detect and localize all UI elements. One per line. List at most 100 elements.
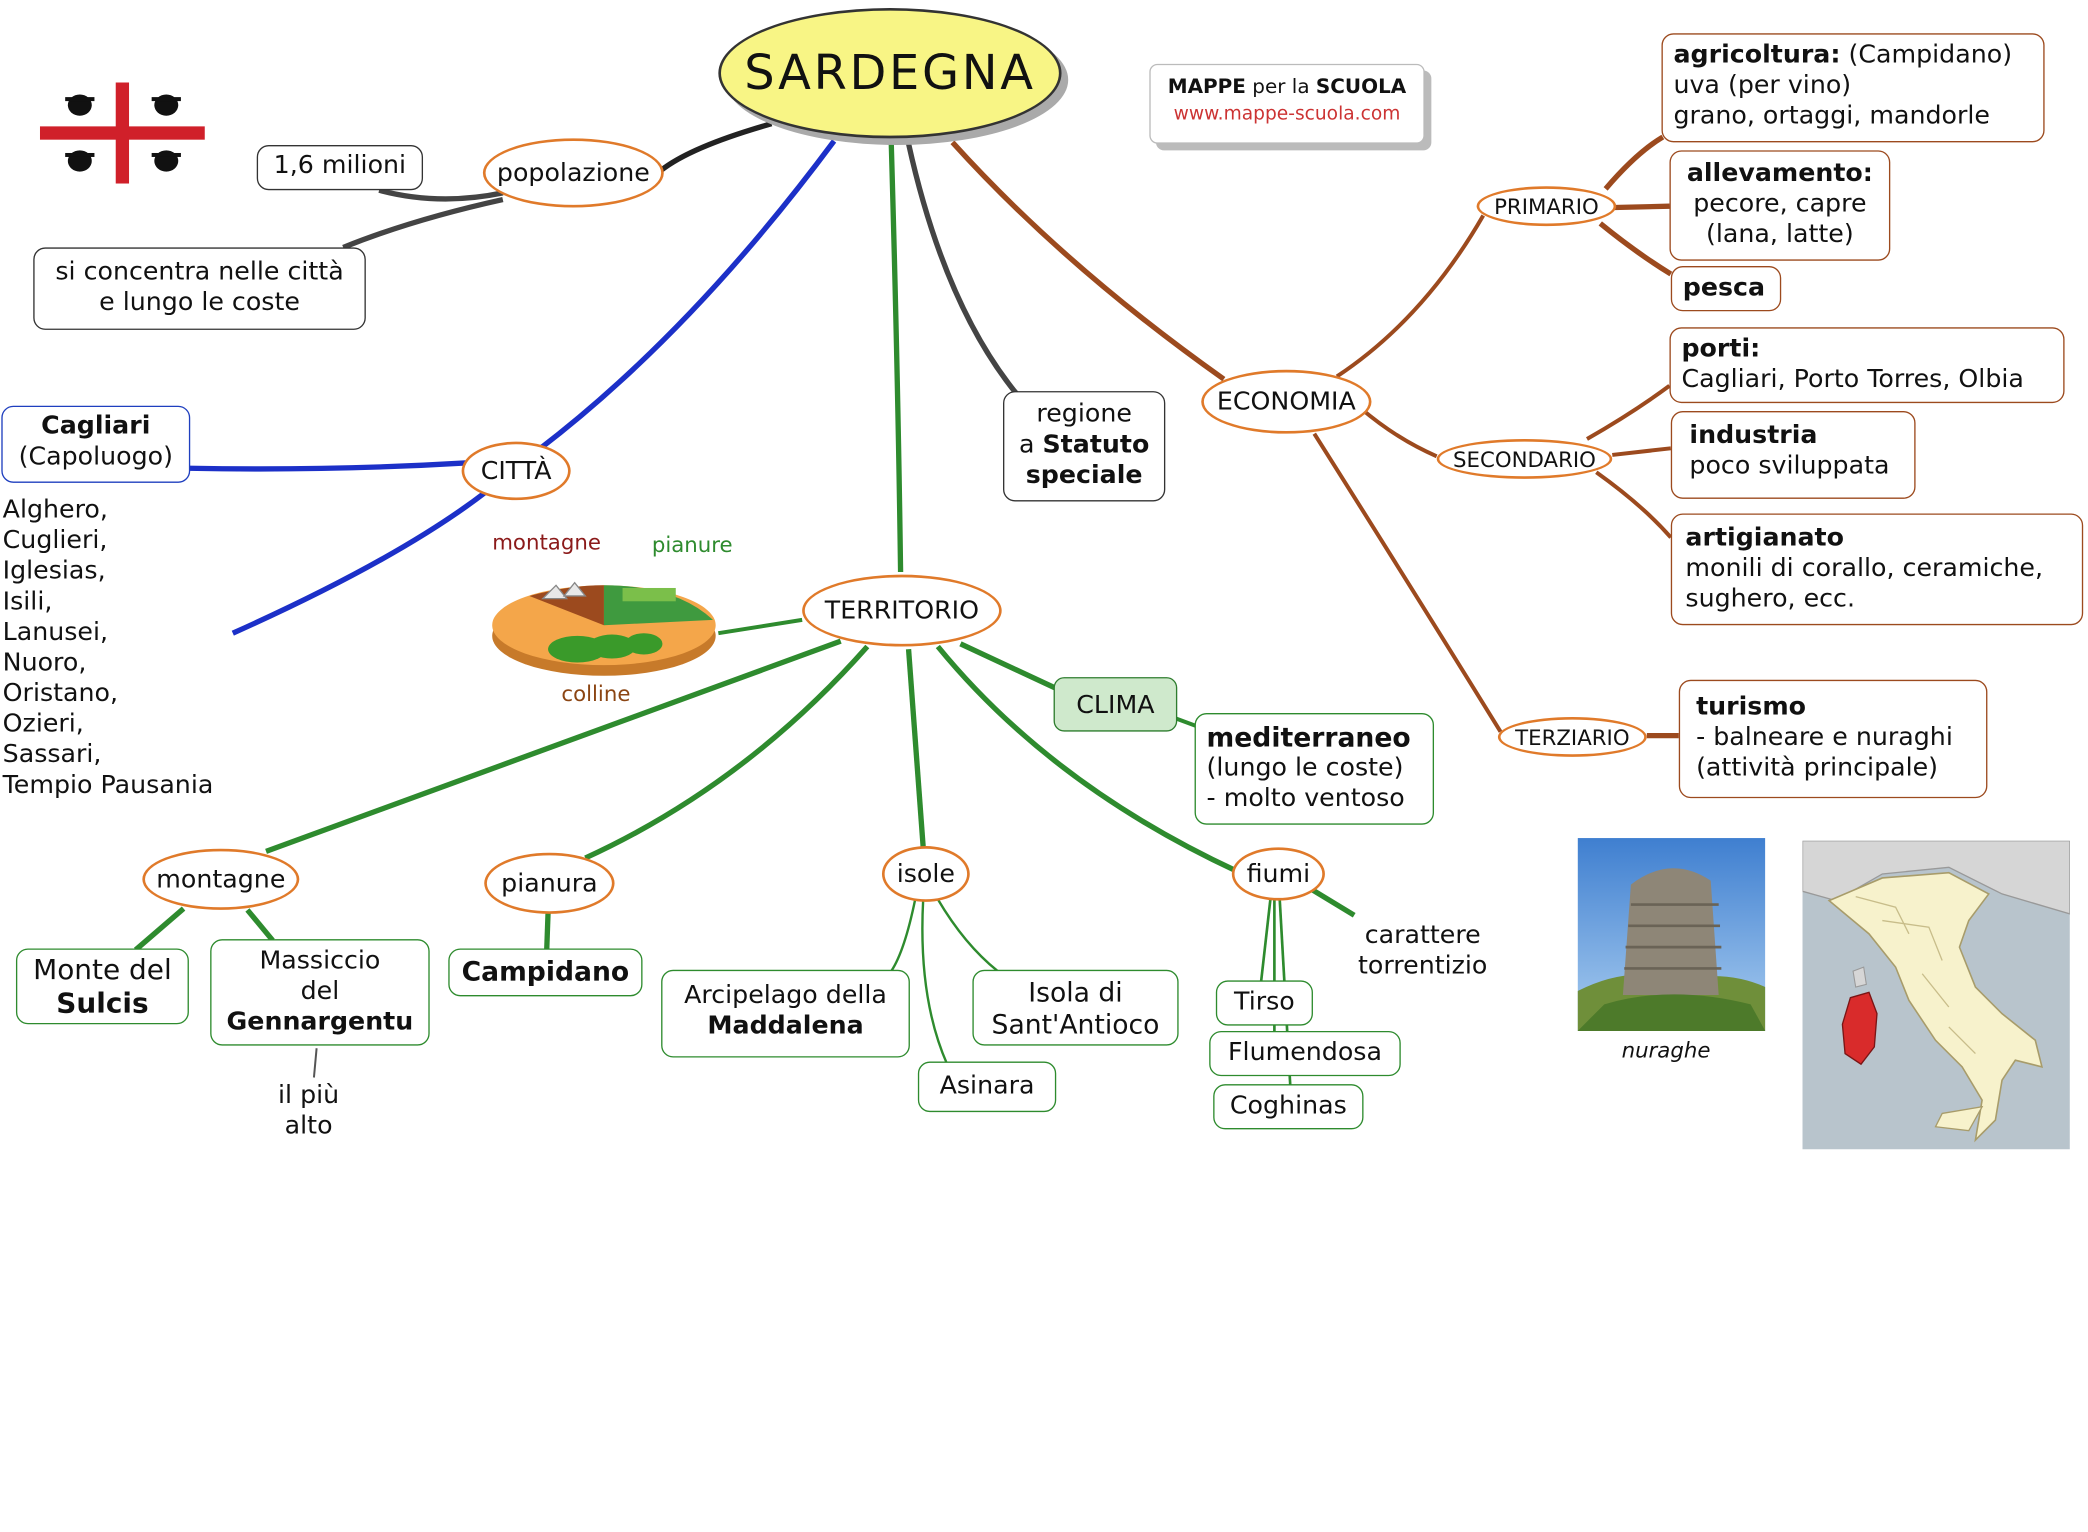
artigianato-line3: sughero, ecc.	[1685, 583, 1855, 614]
capital-note: (Capoluogo)	[18, 441, 173, 471]
popolazione-note: si concentra nelle città e lungo le cost…	[33, 247, 366, 330]
city-item: Isili,	[2, 586, 53, 616]
arcipelago-maddalena: Arcipelago della Maddalena	[661, 969, 910, 1058]
clima-line2: (lungo le coste)	[1206, 752, 1404, 783]
map-title: SARDEGNA	[718, 7, 1062, 139]
capital-name: Cagliari	[41, 411, 151, 441]
allevamento-line3: (lana, latte)	[1706, 219, 1854, 249]
industria-bold: industria	[1689, 420, 1818, 450]
torrentizio-line1: carattere	[1364, 920, 1481, 950]
node-pianura: pianura	[484, 852, 615, 914]
massiccio-line1: Massiccio	[259, 945, 381, 976]
agricoltura: agricoltura: (Campidano) uva (per vino) …	[1661, 33, 2045, 143]
sardinia-flag-icon	[39, 82, 205, 184]
citta-list: Alghero, Cuglieri, Iglesias, Isili, Lanu…	[3, 495, 214, 801]
industria: industria poco sviluppata	[1670, 411, 1916, 499]
antioco-line2: Sant'Antioco	[991, 1008, 1160, 1041]
city-item: Cuglieri,	[2, 525, 108, 555]
regione-line1: regione	[1036, 399, 1132, 429]
artigianato: artigianato monili di corallo, ceramiche…	[1670, 513, 2084, 626]
arcipelago-line2: Maddalena	[707, 1010, 864, 1041]
territory-pie-icon	[492, 581, 716, 676]
brand-badge[interactable]: MAPPE per la SCUOLA www.mappe-scuola.com	[1149, 63, 1425, 144]
brand-mappe: MAPPE	[1167, 74, 1246, 99]
city-item: Nuoro,	[2, 647, 87, 678]
artigianato-line2: monili di corallo, ceramiche,	[1685, 553, 2044, 583]
porti-line2: Cagliari, Porto Torres, Olbia	[1681, 364, 2024, 394]
sant-antioco: Isola di Sant'Antioco	[972, 969, 1179, 1046]
artigianato-bold: artigianato	[1685, 522, 1845, 553]
node-citta: CITTÀ	[461, 441, 571, 501]
porti: porti: Cagliari, Porto Torres, Olbia	[1669, 327, 2065, 404]
massiccio-line2: del	[300, 976, 340, 1006]
agricoltura-line3: grano, ortaggi, mandorle	[1673, 101, 1990, 131]
city-item: Lanusei,	[2, 617, 109, 647]
node-terziario: TERZIARIO	[1497, 717, 1647, 757]
city-item: Alghero,	[2, 494, 108, 525]
pie-label-pianure: pianure	[651, 532, 733, 558]
industria-line2: poco sviluppata	[1689, 450, 1890, 481]
regione-statuto: regione a Statuto speciale	[1003, 391, 1166, 502]
antioco-line1: Isola di	[1028, 976, 1123, 1009]
node-secondario: SECONDARIO	[1436, 438, 1613, 479]
regione-line2-bold: Statuto	[1042, 429, 1150, 459]
porti-bold: porti:	[1681, 333, 1761, 364]
pesca: pesca	[1670, 266, 1782, 312]
massiccio-line3: Gennargentu	[226, 1007, 414, 1037]
nuraghe-photo	[1577, 838, 1766, 1031]
monte-line2: Sulcis	[56, 987, 149, 1019]
node-clima: CLIMA	[1053, 677, 1178, 732]
node-popolazione: popolazione	[482, 138, 664, 208]
agricoltura-bold: agricoltura:	[1673, 39, 1841, 70]
turismo: turismo - balneare e nuraghi (attività p…	[1678, 679, 1988, 799]
brand-url[interactable]: www.mappe-scuola.com	[1173, 103, 1401, 126]
regione-line2-plain: a	[1018, 429, 1043, 459]
city-item: Oristano,	[2, 678, 119, 708]
regione-line3: speciale	[1025, 460, 1143, 490]
campidano: Campidano	[448, 948, 643, 997]
clima-detail: mediterraneo (lungo le coste) - molto ve…	[1194, 713, 1435, 825]
node-territorio: TERRITORIO	[802, 574, 1002, 647]
city-item: Tempio Pausania	[2, 770, 214, 800]
citta-capoluogo: Cagliari (Capoluogo)	[1, 405, 191, 483]
city-item: Iglesias,	[2, 556, 106, 586]
fiume-coghinas: Coghinas	[1213, 1084, 1364, 1130]
turismo-line2: - balneare e nuraghi	[1696, 722, 1953, 752]
torrentizio-note: carattere torrentizio	[1346, 921, 1499, 982]
fiume-flumendosa: Flumendosa	[1209, 1030, 1401, 1077]
clima-line3: - molto ventoso	[1206, 783, 1405, 813]
city-item: Ozieri,	[2, 709, 84, 739]
monte-line1: Monte del	[33, 953, 172, 986]
asinara: Asinara	[917, 1061, 1057, 1113]
clima-bold: mediterraneo	[1206, 720, 1411, 753]
popolazione-note-line2: e lungo le coste	[99, 287, 300, 317]
pie-label-colline: colline	[561, 681, 631, 707]
popolazione-value: 1,6 milioni	[256, 144, 424, 191]
city-item: Sassari,	[2, 739, 102, 769]
node-primario: PRIMARIO	[1476, 186, 1617, 227]
turismo-line3: (attività principale)	[1696, 752, 1939, 783]
massiccio-gennargentu: Massiccio del Gennargentu	[210, 939, 430, 1046]
monte-sulcis: Monte del Sulcis	[15, 948, 189, 1025]
arcipelago-line1: Arcipelago della	[684, 980, 887, 1010]
allevamento: allevamento: pecore, capre (lana, latte)	[1669, 150, 1891, 261]
allevamento-bold: allevamento:	[1686, 158, 1873, 188]
fiume-tirso: Tirso	[1215, 980, 1313, 1026]
allevamento-line2: pecore, capre	[1693, 188, 1867, 219]
nuraghe-caption: nuraghe	[1621, 1037, 1711, 1063]
piu-alto-line1: il più	[278, 1080, 340, 1110]
node-montagne: montagne	[142, 848, 300, 910]
node-fiumi: fiumi	[1231, 847, 1325, 901]
brand-mid: per la	[1245, 74, 1316, 99]
popolazione-note-line1: si concentra nelle città	[55, 256, 344, 287]
torrentizio-line2: torrentizio	[1357, 951, 1488, 981]
agricoltura-line2: uva (per vino)	[1673, 70, 1852, 100]
agricoltura-rest: (Campidano)	[1840, 39, 2013, 70]
turismo-bold: turismo	[1696, 691, 1807, 721]
italy-map	[1802, 840, 2070, 1150]
pie-label-montagne: montagne	[492, 529, 601, 555]
node-isole: isole	[881, 846, 970, 902]
piu-alto-line2: alto	[284, 1110, 333, 1141]
node-economia: ECONOMIA	[1201, 369, 1372, 434]
brand-scuola: SCUOLA	[1315, 74, 1407, 99]
